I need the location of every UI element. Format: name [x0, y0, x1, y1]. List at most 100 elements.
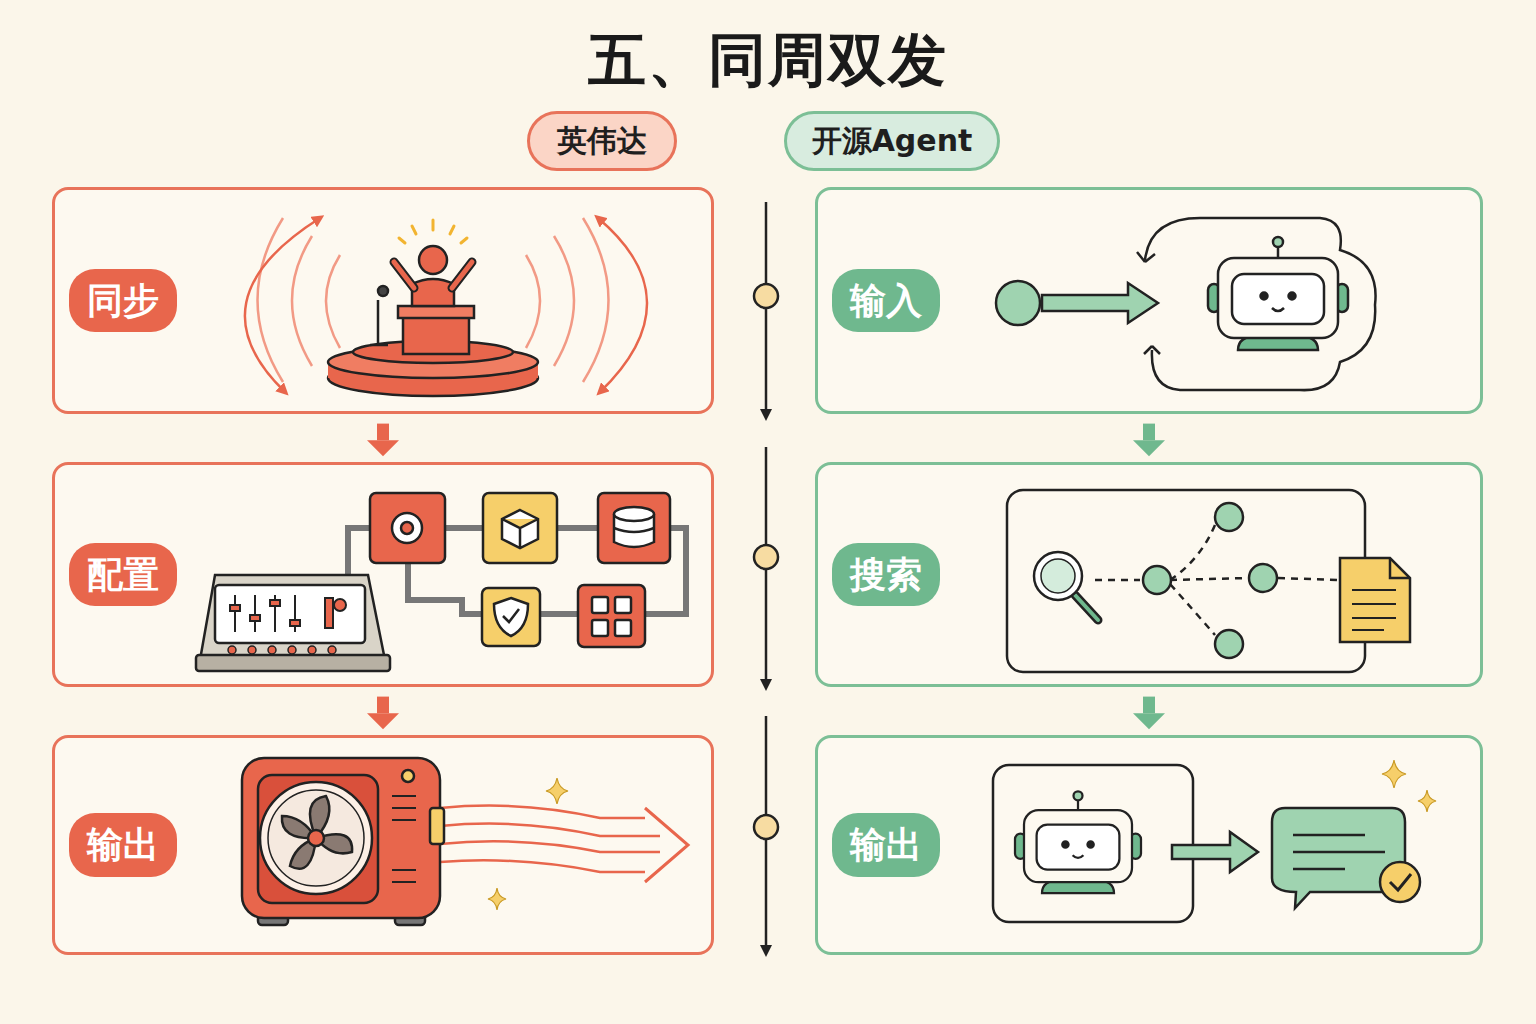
timeline [754, 202, 778, 952]
drawing-part [1293, 834, 1365, 837]
drawing-part [399, 220, 467, 243]
step-panel: 输出 [52, 735, 714, 955]
drawing-part [328, 646, 336, 654]
drawing-part [394, 262, 414, 288]
drawing-part [526, 255, 540, 348]
drawing-part [392, 819, 416, 821]
drawing-part [1278, 578, 1338, 580]
drawing-part [254, 595, 256, 632]
drawing-part [1390, 558, 1410, 578]
step-panel: 配置 [52, 462, 714, 687]
drawing-part [1293, 868, 1345, 871]
drawing-part [230, 595, 346, 632]
drawing-part [815, 462, 1483, 687]
drawing-part [614, 528, 654, 532]
drawing-part [1232, 274, 1324, 324]
flow-arrow [1133, 424, 1165, 457]
config-illustration [196, 493, 686, 671]
drawing-part [1215, 503, 1243, 531]
drawing-part [245, 218, 320, 392]
step-label: 输出 [832, 813, 940, 876]
drawing-part [52, 735, 714, 955]
drawing-part [1293, 835, 1385, 869]
drawing-part [482, 588, 540, 646]
drawing-part [1007, 490, 1365, 672]
drawing-part [408, 563, 482, 614]
drawing-part [1380, 862, 1420, 902]
drawing-part [615, 597, 631, 613]
drawing-part [1143, 566, 1171, 594]
header-text: 开源Agent [812, 121, 973, 162]
drawing-part [398, 306, 474, 318]
drawing-part [1024, 810, 1132, 882]
drawing-part [993, 765, 1193, 922]
drawing-part [258, 218, 284, 382]
drawing-part [1289, 293, 1296, 300]
step-panel: 同步 [52, 187, 714, 414]
drawing-part [1074, 791, 1083, 800]
drawing-part [483, 493, 557, 563]
drawing-part [1075, 595, 1098, 620]
drawing-part [754, 545, 778, 569]
drawing-part [1145, 218, 1376, 390]
drawing-part [554, 236, 574, 366]
drawing-part [1034, 552, 1082, 600]
drawing-part [996, 281, 1040, 325]
drawing-part [1272, 308, 1284, 311]
drawing-part [503, 609, 519, 622]
drawing-part [1170, 584, 1215, 635]
arrow-head [367, 440, 399, 456]
drawing-part [412, 279, 454, 306]
drawing-part [1261, 293, 1268, 300]
column-header: 英伟达 [527, 111, 677, 171]
drawing-part [258, 775, 378, 903]
drawing-part [392, 881, 416, 883]
drawing-part [1273, 237, 1283, 247]
drawing-part [392, 795, 416, 797]
drawing-part [325, 598, 333, 628]
drawing-part [598, 218, 647, 392]
step-panel: 搜索 [815, 462, 1483, 687]
panel-grounds [52, 187, 1483, 955]
diagram-title: 五、同周双发 [0, 22, 1536, 100]
drawing-part [557, 525, 598, 531]
drawing-part [440, 841, 660, 852]
drawing-part [452, 262, 472, 288]
header-text: 英伟达 [557, 121, 647, 162]
drawing-part [326, 255, 340, 348]
drawing-part [430, 808, 444, 844]
step-panel: 输入 [815, 187, 1483, 414]
step-label: 搜索 [832, 543, 940, 606]
drawing-part [754, 815, 778, 839]
drawing-part [1352, 589, 1396, 591]
drawing-part [615, 620, 631, 636]
drawing-part [815, 187, 1483, 414]
podium-illustration [245, 218, 647, 396]
drawing-part [1172, 832, 1258, 872]
step-label: 配置 [69, 543, 177, 606]
drawing-part [1352, 629, 1384, 631]
drawing-part [494, 598, 528, 636]
drawing-part [1352, 590, 1396, 630]
drawing-part [392, 513, 422, 543]
drawing-part [432, 220, 435, 230]
drawing-part [228, 646, 236, 654]
drawing-part [598, 493, 670, 563]
drawing-part [488, 888, 506, 910]
drawing-part [419, 246, 447, 274]
drawing-part [260, 782, 372, 894]
drawing-part [1095, 525, 1338, 635]
drawing-part [402, 770, 414, 782]
column-header: 开源Agent [784, 111, 1001, 171]
drawing-part [461, 238, 467, 243]
drawing-part [1041, 559, 1075, 593]
drawing-part [290, 620, 300, 626]
drawing-part [308, 646, 316, 654]
drawing-part [1037, 825, 1120, 870]
arrow-shaft [377, 697, 389, 714]
step-label: 同步 [69, 269, 177, 332]
drawing-part [200, 575, 385, 660]
drawing-part [1215, 630, 1243, 658]
